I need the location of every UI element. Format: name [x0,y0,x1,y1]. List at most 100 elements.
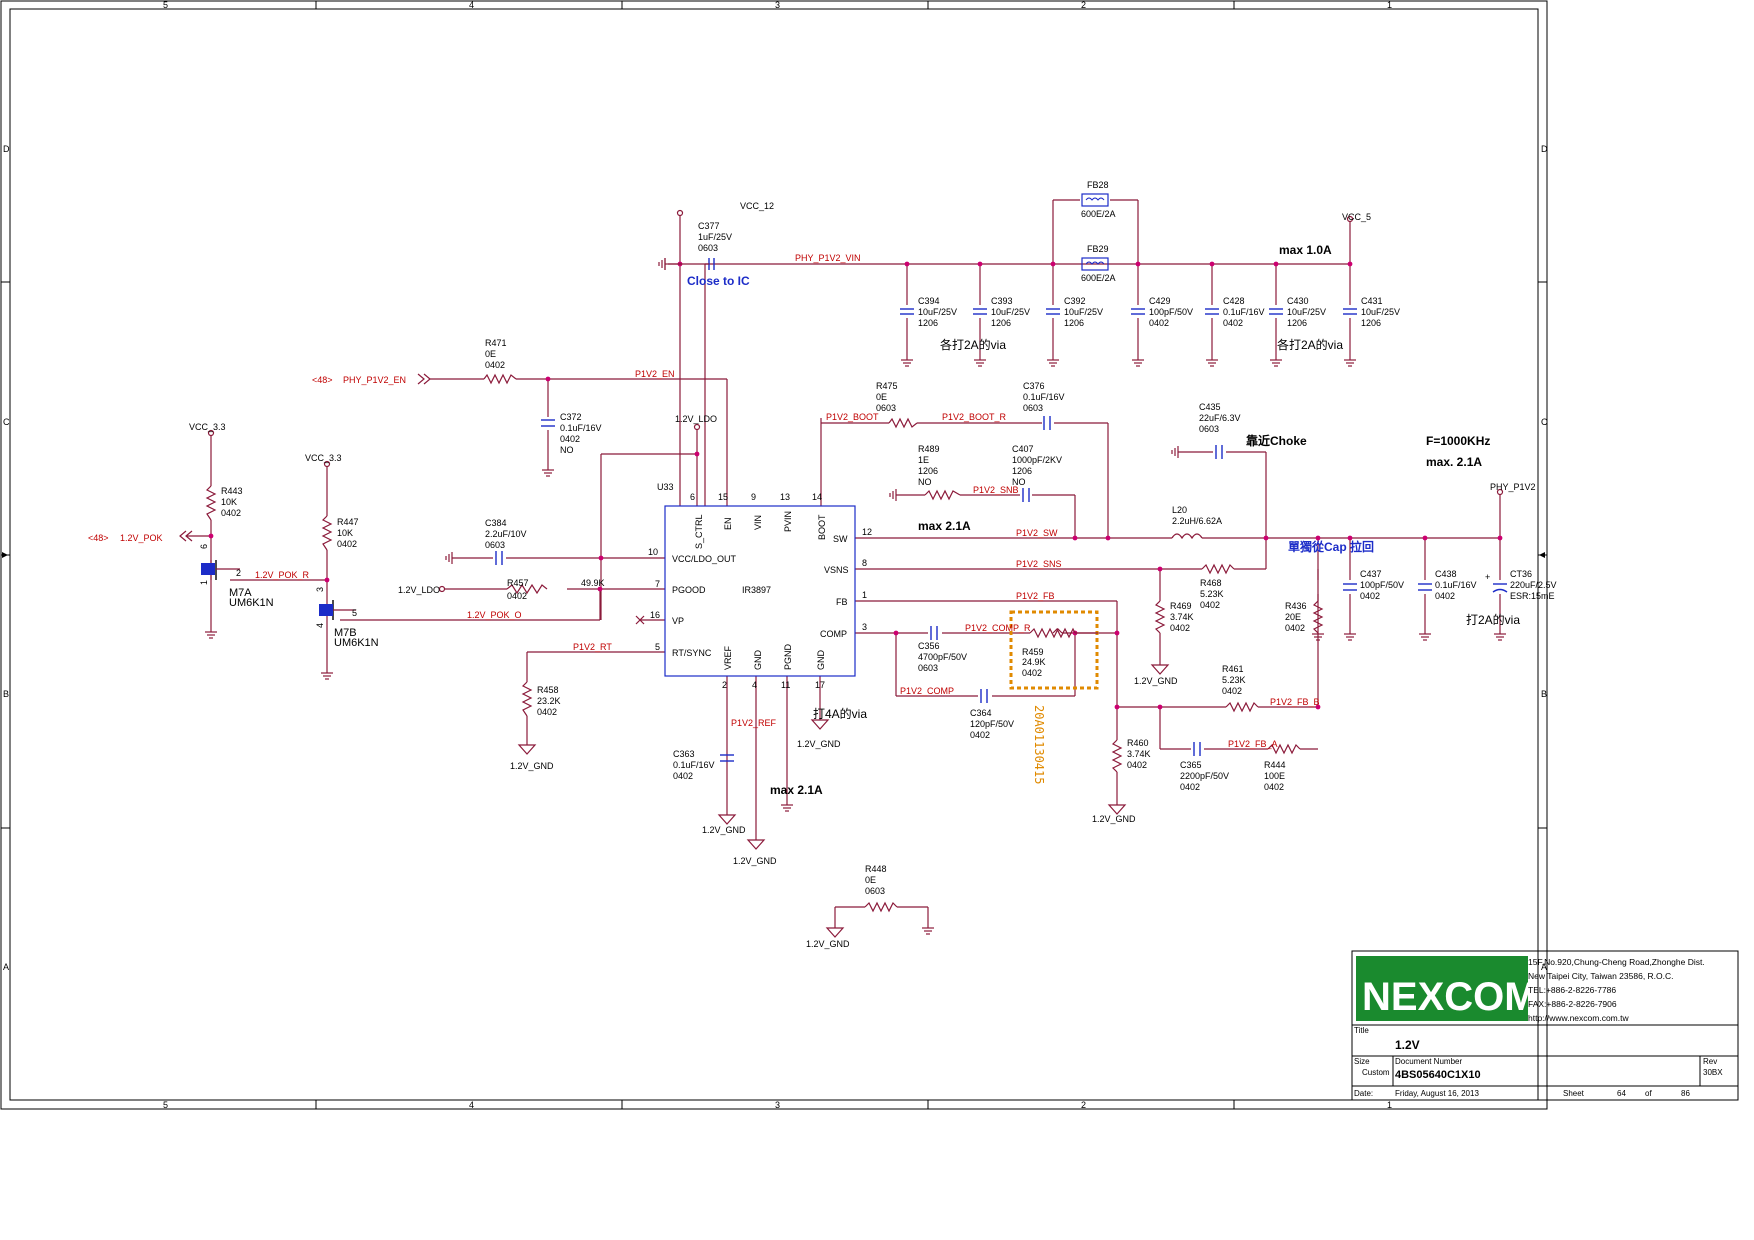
pin-name: RT/SYNC [672,648,712,658]
net-vcc33b: VCC_3.3 [305,453,342,463]
part-value: 20E [1285,612,1301,622]
pin-number: 14 [812,492,822,502]
part-ref: C437 [1360,569,1382,579]
net-snb: P1V2_SNB [973,485,1019,495]
net-phy-en: PHY_P1V2_EN [343,375,406,385]
ic-pins: 6 15 9 13 14 S_CTRL EN VIN PVIN BOOT 10 … [648,482,872,690]
row-label: B [1541,689,1547,699]
part-ref: R468 [1200,578,1222,588]
part-value: 2.2uH/6.62A [1172,516,1222,526]
col-label: 3 [775,0,780,10]
note-max-1a: max 1.0A [1279,243,1332,257]
part-value: 0E [865,875,876,885]
part-value: NO [560,445,574,455]
net-phy-vin: PHY_P1V2_VIN [795,253,861,263]
ground-symbols [205,258,1506,935]
part-ref: R475 [876,381,898,391]
part-value: 0402 [221,508,241,518]
part-ref: R447 [337,517,359,527]
fax-line: FAX:+886-2-8226-7906 [1528,999,1617,1009]
mosfet-labels: 2 6 1 3 5 4 M7A UM6K1N M7B UM6K1N [199,544,379,649]
net-rt: P1V2_RT [573,642,612,652]
part-ref: R460 [1127,738,1149,748]
row-label: C [1541,417,1548,427]
part-ref: C363 [673,749,695,759]
net-comp-r: P1V2_COMP_R [965,623,1031,633]
triangle-grounds [517,664,1170,938]
part-value: 10uF/25V [1287,307,1326,317]
net-pok-ref: <48> [88,533,109,543]
net-gnd: 1.2V_GND [1092,814,1136,824]
pin-number: 5 [655,642,660,652]
pin-name: PGOOD [672,585,706,595]
part-value: 10K [337,528,353,538]
note-cap-return: 單獨從Cap 拉回 [1288,539,1374,554]
frame-row-labels: D C B A D C B A [3,144,1548,972]
net-vcc12: VCC_12 [740,201,774,211]
part-value: 10uF/25V [918,307,957,317]
part-ref: C407 [1012,444,1034,454]
part-ref: FB28 [1087,180,1109,190]
net-fb: P1V2_FB [1016,591,1055,601]
part-ref: C438 [1435,569,1457,579]
wires [186,199,1501,928]
part-value: 120pF/50V [970,719,1014,729]
net-pok-r: 1.2V_POK_R [255,570,310,580]
part-value: 0E [876,392,887,402]
net-fb-b: P1V2_FB_B [1270,697,1320,707]
part-value: 0402 [1180,782,1200,792]
note-close-to-ic: Close to IC [687,274,750,288]
pin-number: 9 [751,492,756,502]
col-label: 4 [469,0,474,10]
row-label: D [3,144,10,154]
address-line: New Taipei City, Taiwan 23586, R.O.C. [1528,971,1674,981]
col-label: 4 [469,1100,474,1110]
part-ref: C384 [485,518,507,528]
net-labels: VCC_12 PHY_P1V2_VIN VCC_5 VCC_3.3 VCC_3.… [88,201,1536,949]
ic-u33-body [664,505,856,677]
part-value: 10K [221,497,237,507]
part-ref: R458 [537,685,559,695]
net-gnd: 1.2V_GND [702,825,746,835]
row-label: A [3,962,9,972]
pin-number: 4 [752,680,757,690]
pin-number: 11 [781,680,790,690]
pin-name: SW [833,534,848,544]
pin-name: VP [672,616,684,626]
part-value: 0402 [485,360,505,370]
part-value: 1206 [991,318,1011,328]
part-value: 3.74K [1170,612,1194,622]
part-value: 1206 [1064,318,1084,328]
ic-ref: U33 [657,482,674,492]
part-value: 0402 [537,707,557,717]
part-ref: C377 [698,221,720,231]
part-value: 22uF/6.3V [1199,413,1241,423]
part-value: 2.2uF/10V [485,529,527,539]
net-pok-o: 1.2V_POK_O [467,610,522,620]
part-ref: C429 [1149,296,1171,306]
net-boot-r: P1V2_BOOT_R [942,412,1007,422]
part-ref: R436 [1285,601,1307,611]
part-value: 0402 [1170,623,1190,633]
pin-number: 3 [315,587,325,592]
part-ref: C392 [1064,296,1086,306]
part-value: 1206 [918,318,938,328]
part-value: 100E [1264,771,1285,781]
net-gnd: 1.2V_GND [510,761,554,771]
part-value: 100pF/50V [1360,580,1404,590]
pin-number: 16 [650,610,660,620]
net-phy-en-ref: <48> [312,375,333,385]
part-value: 0402 [1264,782,1284,792]
part-value: 4700pF/50V [918,652,967,662]
part-value: 0603 [698,243,718,253]
part-value: 0E [485,349,496,359]
no-connect [635,615,645,625]
part-ref: C428 [1223,296,1245,306]
pin-name: GND [816,650,826,671]
part-value: 5.23K [1200,589,1224,599]
pin-name: COMP [820,629,847,639]
part-ref: C372 [560,412,582,422]
part-value: 0402 [673,771,693,781]
col-label: 5 [163,0,168,10]
phone-line: TEL:+886-2-8226-7786 [1528,985,1617,995]
